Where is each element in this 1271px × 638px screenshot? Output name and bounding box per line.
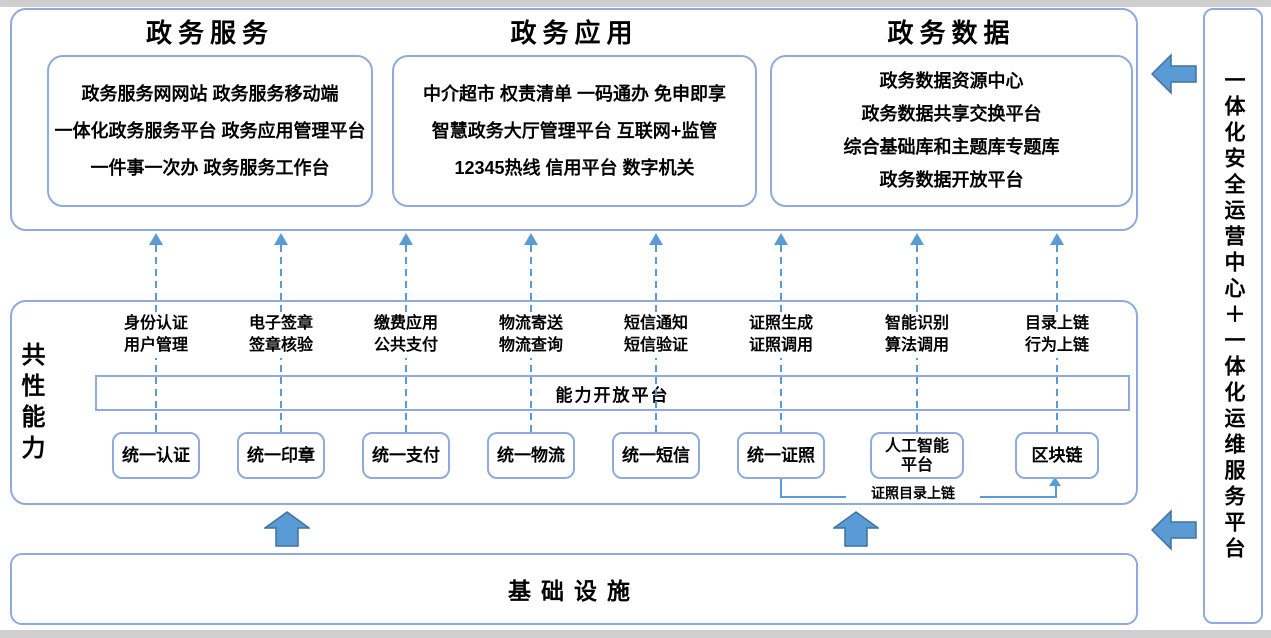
application-item-line: 中介超市 权责清单 一码通办 免申即享 (422, 83, 726, 104)
government-applications-box: 中介超市 权责清单 一码通办 免申即享 智慧政务大厅管理平台 互联网+监管 12… (392, 55, 757, 207)
government-services-box: 政务服务网网站 政务服务移动端 一体化政务服务平台 政务应用管理平台 一件事一次… (47, 55, 373, 207)
up-arrowhead-icon (910, 233, 924, 245)
left-block-arrow-icon (1151, 509, 1197, 551)
capability-label-line: 智能识别 (884, 315, 949, 332)
capability-label-line: 短信验证 (623, 337, 688, 354)
section-title-government-services: 政务服务 (145, 18, 274, 48)
capability-label: 证照生成证照调用 (726, 312, 836, 358)
capability-label-line: 签章核验 (248, 337, 313, 354)
capability-label-line: 身份认证 (123, 315, 188, 332)
unified-capability-box-label: 统一物流 (497, 445, 565, 465)
common-capability-label: 共性能力 (17, 342, 44, 466)
certificate-chain-label: 证照目录上链 (846, 483, 980, 502)
capability-label-line: 算法调用 (884, 337, 949, 354)
unified-capability-box-label: 区块链 (1031, 445, 1083, 465)
unified-capability-box-label: 平台 (900, 456, 933, 474)
unified-capability-box-5: 统一短信 (612, 432, 700, 479)
capability-label: 目录上链行为上链 (1002, 312, 1112, 358)
service-item-line: 政务服务网网站 政务服务移动端 (81, 83, 339, 104)
capability-label-line: 短信通知 (623, 315, 688, 332)
unified-capability-box-label: 统一短信 (622, 445, 690, 465)
government-data-box: 政务数据资源中心 政务数据共享交换平台 综合基础库和主题库专题库 政务数据开放平… (770, 55, 1133, 207)
unified-capability-box-label: 统一印章 (247, 445, 315, 465)
up-arrowhead-icon (524, 233, 538, 245)
unified-capability-box-7: 人工智能平台 (870, 432, 964, 479)
data-item-line: 政务数据资源中心 (879, 71, 1024, 91)
section-title-government-data: 政务数据 (887, 18, 1016, 48)
capability-label: 身份认证用户管理 (101, 312, 211, 358)
application-item-line: 12345热线 信用平台 数字机关 (454, 157, 695, 178)
up-arrowhead-icon (649, 233, 663, 245)
capability-label: 短信通知短信验证 (601, 312, 711, 358)
side-panel-title: 一体化安全运营中心＋一体化运维服务平台 (1222, 69, 1245, 563)
capability-label-line: 证照调用 (748, 337, 813, 354)
certificate-chain-connector-up (1055, 486, 1057, 497)
up-arrowhead-icon (399, 233, 413, 245)
capability-label: 物流寄送物流查询 (476, 312, 586, 358)
infrastructure-panel: 基础设施 (10, 553, 1138, 625)
unified-capability-box-6: 统一证照 (737, 432, 825, 479)
capability-label: 智能识别算法调用 (862, 312, 972, 358)
up-block-arrow-icon (264, 511, 310, 547)
data-item-line: 政务数据开放平台 (879, 170, 1024, 190)
capability-label-line: 证照生成 (748, 315, 813, 332)
capability-label-line: 用户管理 (123, 337, 188, 354)
unified-capability-box-label: 统一支付 (372, 445, 440, 465)
up-arrowhead-icon (274, 233, 288, 245)
up-arrowhead-icon (1050, 233, 1064, 245)
capability-label-line: 缴费应用 (373, 315, 438, 332)
capability-label-line: 目录上链 (1024, 315, 1089, 332)
capability-label-line: 物流寄送 (498, 315, 563, 332)
up-arrowhead-icon (149, 233, 163, 245)
capability-open-platform-label: 能力开放平台 (555, 385, 670, 405)
capability-label-line: 行为上链 (1024, 337, 1089, 354)
application-item-line: 智慧政务大厅管理平台 互联网+监管 (431, 120, 718, 141)
unified-capability-box-8: 区块链 (1015, 432, 1099, 479)
common-capability-panel (10, 300, 1138, 505)
section-title-government-applications: 政务应用 (510, 18, 639, 48)
unified-capability-box-1: 统一认证 (112, 432, 200, 479)
capability-open-platform-bar: 能力开放平台 (95, 375, 1130, 411)
unified-capability-box-label: 统一认证 (122, 445, 190, 465)
unified-capability-box-2: 统一印章 (237, 432, 325, 479)
side-panel: 一体化安全运营中心＋一体化运维服务平台 (1203, 8, 1263, 624)
infrastructure-title: 基础设施 (508, 578, 640, 604)
data-item-line: 政务数据共享交换平台 (861, 104, 1042, 124)
up-block-arrow-icon (833, 511, 879, 547)
unified-capability-box-4: 统一物流 (487, 432, 575, 479)
slide-edge-top (0, 0, 1271, 7)
unified-capability-box-3: 统一支付 (362, 432, 450, 479)
capability-label: 缴费应用公共支付 (351, 312, 461, 358)
up-arrowhead-icon (774, 233, 788, 245)
left-block-arrow-icon (1151, 53, 1197, 95)
capability-label-line: 电子签章 (248, 315, 313, 332)
certificate-chain-connector-down (780, 479, 782, 497)
slide-edge-bottom (0, 630, 1271, 638)
capability-label-line: 公共支付 (373, 337, 438, 354)
unified-capability-box-label: 统一证照 (747, 445, 815, 465)
capability-label-line: 物流查询 (498, 337, 563, 354)
service-item-line: 一体化政务服务平台 政务应用管理平台 (54, 120, 366, 141)
up-arrowhead-icon (1049, 477, 1061, 486)
data-item-line: 综合基础库和主题库专题库 (843, 137, 1060, 157)
service-item-line: 一件事一次办 政务服务工作台 (90, 157, 330, 178)
capability-label: 电子签章签章核验 (226, 312, 336, 358)
unified-capability-box-label: 人工智能 (884, 437, 949, 455)
